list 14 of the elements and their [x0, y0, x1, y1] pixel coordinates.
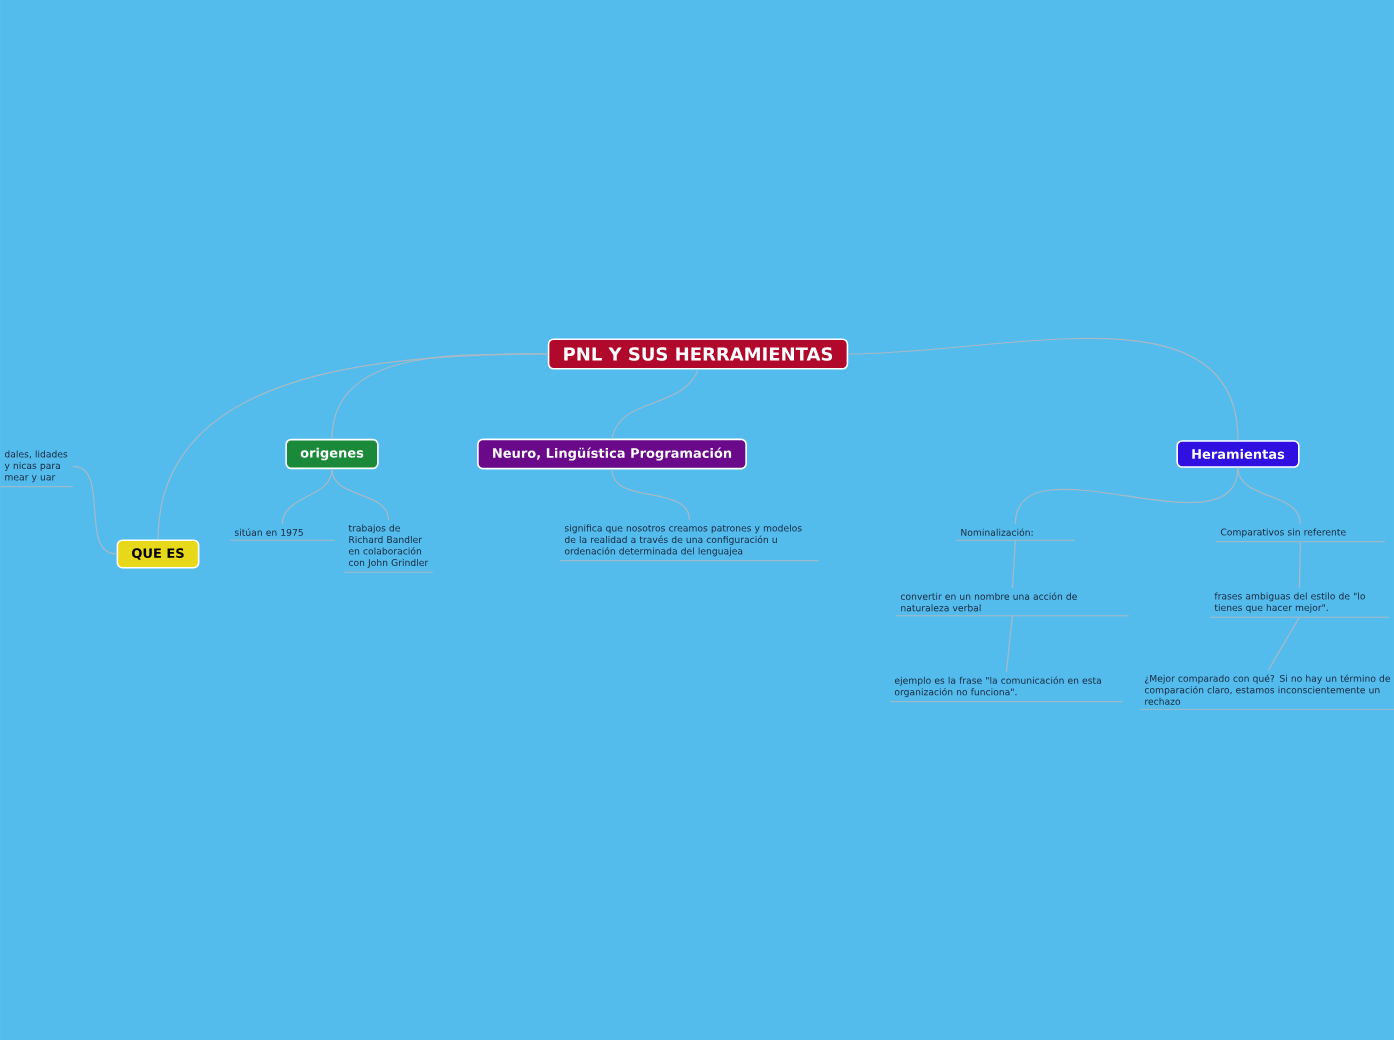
connector-line [847, 337, 1239, 441]
connector-line [1014, 467, 1239, 525]
connector-line [611, 369, 699, 440]
connector-line [331, 468, 389, 521]
connector-line [1237, 467, 1301, 525]
connector-line [157, 353, 549, 540]
connector-line [1005, 615, 1013, 673]
connector-line [1298, 541, 1301, 589]
connector-line [72, 465, 118, 555]
connector-line [1267, 616, 1300, 671]
connector-line [611, 468, 690, 521]
connector-line [1011, 539, 1016, 589]
connector-line [281, 468, 333, 525]
topic-box: PNL Y SUS HERRAMIENTAS [547, 338, 849, 370]
